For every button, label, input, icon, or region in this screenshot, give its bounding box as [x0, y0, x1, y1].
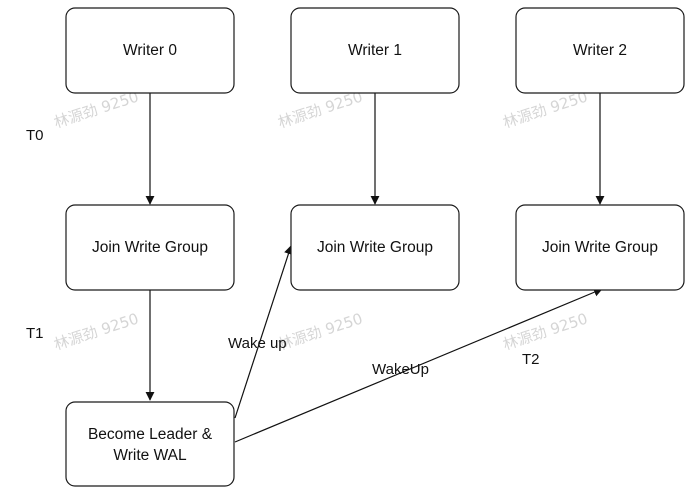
edge-label-wake-up: Wake up — [228, 335, 287, 352]
join-group-0-label: Join Write Group — [92, 239, 208, 256]
watermark-text: 林源劲 9250 — [52, 88, 141, 132]
edge-label-wakeup: WakeUp — [372, 361, 429, 378]
edge-leader-join2 — [234, 287, 603, 443]
writer-2-label: Writer 2 — [573, 42, 627, 59]
watermark-text: 林源劲 9250 — [276, 310, 365, 354]
time-label-t0: T0 — [26, 127, 44, 144]
watermark-text: 林源劲 9250 — [501, 310, 590, 354]
writer-0-label: Writer 0 — [123, 42, 177, 59]
time-label-t1: T1 — [26, 325, 44, 342]
writer-2-node: Writer 2 — [515, 7, 685, 94]
join-group-1-label: Join Write Group — [317, 239, 433, 256]
join-group-0-node: Join Write Group — [65, 204, 235, 291]
writer-0-node: Writer 0 — [65, 7, 235, 94]
watermark-text: 林源劲 9250 — [52, 310, 141, 354]
leader-node: Become Leader & Write WAL — [65, 401, 235, 487]
time-label-t2: T2 — [522, 351, 540, 368]
writer-1-label: Writer 1 — [348, 42, 402, 59]
edge-leader-join1 — [234, 245, 293, 419]
join-group-2-node: Join Write Group — [515, 204, 685, 291]
join-group-1-node: Join Write Group — [290, 204, 460, 291]
join-group-2-label: Join Write Group — [542, 239, 658, 256]
watermark-text: 林源劲 9250 — [276, 88, 365, 132]
leader-label-line-2: Write WAL — [113, 447, 187, 464]
leader-label-line-1: Become Leader & — [88, 426, 213, 443]
writer-1-node: Writer 1 — [290, 7, 460, 94]
watermark-text: 林源劲 9250 — [501, 88, 590, 132]
